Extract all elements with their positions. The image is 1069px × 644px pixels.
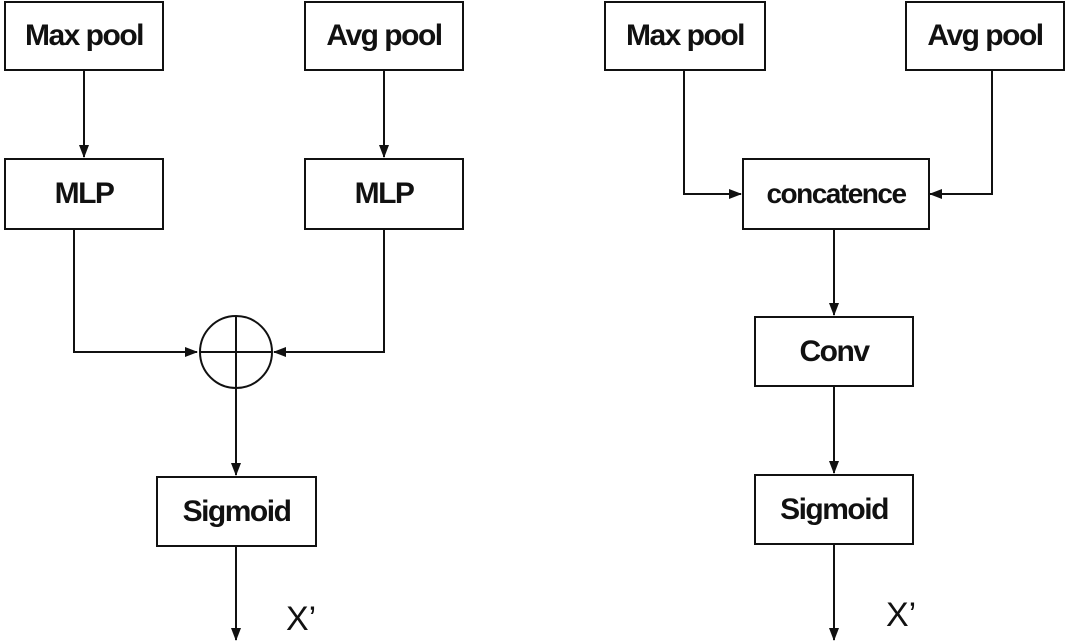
right-avg-pool-box: Avg pool bbox=[905, 1, 1065, 71]
arrow-avgpool-to-concat bbox=[929, 70, 993, 199]
arrow-mlp-left-to-sum bbox=[73, 230, 198, 357]
right-output-label: X’ bbox=[886, 596, 917, 634]
right-max-pool-box: Max pool bbox=[604, 1, 766, 71]
concat-box: concatence bbox=[742, 158, 930, 230]
left-max-pool-box: Max pool bbox=[4, 1, 164, 71]
arrow-mlp-right-to-sum bbox=[273, 230, 385, 357]
left-sigmoid-box: Sigmoid bbox=[156, 476, 317, 547]
arrow-maxpool-to-concat bbox=[683, 70, 742, 199]
conv-box: Conv bbox=[754, 316, 914, 387]
sum-operator-icon bbox=[199, 315, 273, 389]
right-mlp-box: MLP bbox=[304, 158, 464, 230]
right-sigmoid-box: Sigmoid bbox=[754, 474, 914, 545]
left-avg-pool-box: Avg pool bbox=[304, 1, 464, 71]
left-output-label: X’ bbox=[286, 600, 317, 638]
left-mlp-box: MLP bbox=[4, 158, 164, 230]
